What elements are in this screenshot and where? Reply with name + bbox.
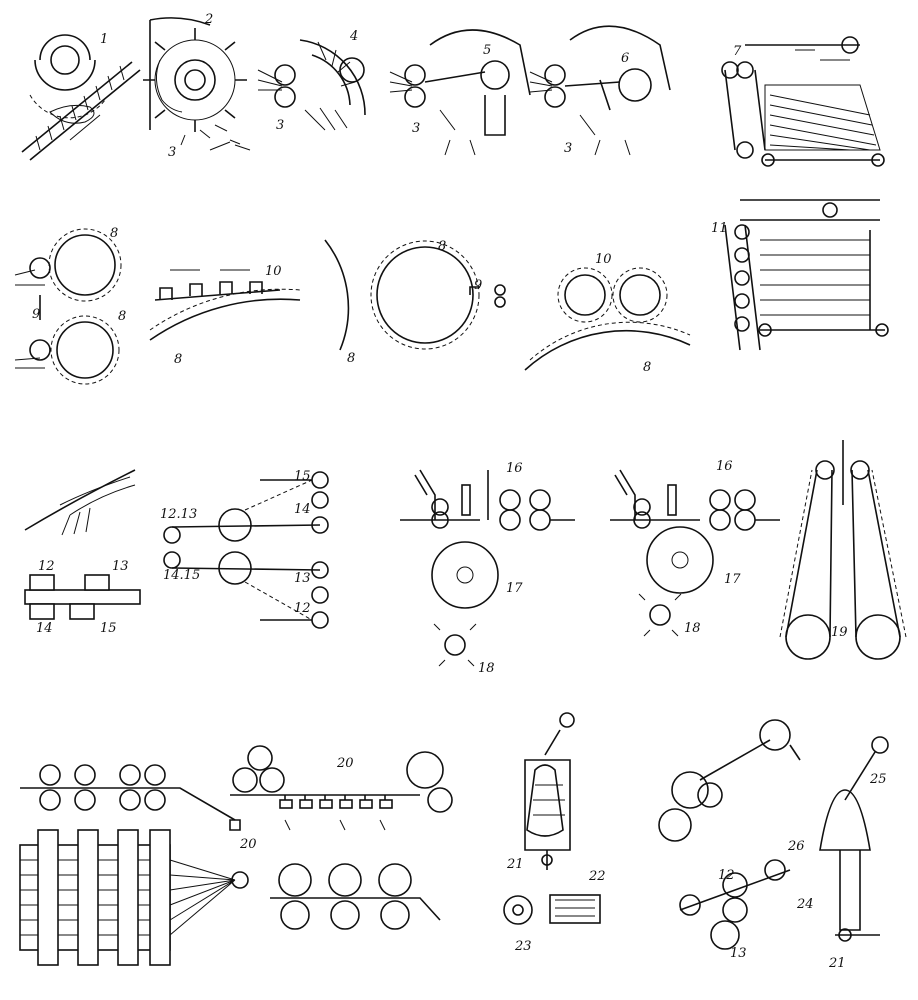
label-13c: 13: [730, 946, 747, 961]
panel-gill-belts: [163, 471, 329, 629]
label-14a: 14: [294, 502, 311, 517]
label-6: 6: [621, 51, 629, 66]
panel-rotor-16-18-b: [610, 469, 780, 637]
panel-hopper-11: [724, 199, 889, 351]
label-12c: 12: [718, 868, 735, 883]
label-23: 23: [514, 939, 532, 954]
label-9b: 9: [474, 278, 482, 293]
label-16b: 16: [716, 459, 733, 474]
panel-twister-24-26: [658, 719, 889, 950]
label-5: 5: [483, 43, 491, 58]
panel-beater-6: [529, 25, 671, 156]
label-12b: 12: [38, 559, 55, 574]
label-8f: 8: [643, 360, 651, 375]
label-13b: 13: [112, 559, 129, 574]
label-2: 2: [204, 12, 213, 27]
label-18b: 18: [684, 621, 701, 636]
panel-draw-frame: [19, 764, 249, 966]
label-10a: 10: [265, 264, 282, 279]
label-25: 25: [869, 772, 887, 787]
label-12a: 12: [294, 601, 311, 616]
panel-card-flats-10: [149, 269, 301, 341]
label-19: 19: [831, 625, 848, 640]
panel-spiked-lattice: [21, 34, 141, 161]
label-21b: 21: [828, 956, 846, 971]
panel-segment-drum: [257, 39, 366, 131]
label-8b: 8: [118, 309, 126, 324]
label-8c: 8: [174, 352, 182, 367]
label-8e: 8: [347, 351, 355, 366]
label-8a: 8: [110, 226, 118, 241]
panel-apron-20: [230, 745, 453, 930]
panel-rotor-16-18-a: [400, 469, 575, 667]
label-11: 11: [711, 221, 728, 236]
label-26: 26: [787, 839, 805, 854]
panel-lattice-19: [779, 440, 907, 660]
panel-card-rolls-10: [524, 267, 691, 371]
panel-hopper-feeder: [721, 36, 885, 167]
label-13a: 13: [294, 571, 311, 586]
label-3c: 3: [412, 121, 420, 136]
label-1: 1: [100, 32, 108, 47]
label-22: 22: [588, 869, 606, 884]
label-18a: 18: [478, 661, 495, 676]
label-7: 7: [733, 44, 742, 59]
label-4: 4: [349, 29, 358, 44]
label-17b: 17: [724, 572, 741, 587]
label-20b: 20: [239, 837, 257, 852]
label-24: 24: [796, 897, 814, 912]
label-16a: 16: [506, 461, 523, 476]
panel-spiked-drum: [143, 17, 251, 151]
panel-doffer-9: [324, 239, 506, 351]
panel-card-drums-9: [14, 228, 122, 385]
label-3b: 3: [276, 118, 284, 133]
panel-ring-spindle-21: [503, 712, 601, 925]
label-14b: 14: [36, 621, 53, 636]
label-10b: 10: [595, 252, 612, 267]
label-21a: 21: [506, 857, 524, 872]
label-8d: 8: [438, 239, 446, 254]
label-9a: 9: [32, 307, 40, 322]
panel-comb-12-15: [24, 469, 141, 620]
label-17a: 17: [506, 581, 523, 596]
label-14-15: 14.15: [163, 568, 200, 583]
label-3d: 3: [564, 141, 572, 156]
label-15a: 15: [294, 469, 311, 484]
panel-beater-5: [389, 29, 531, 156]
label-20a: 20: [336, 756, 354, 771]
label-3a: 3: [168, 145, 176, 160]
label-12-13: 12.13: [160, 507, 197, 522]
label-15b: 15: [100, 621, 117, 636]
